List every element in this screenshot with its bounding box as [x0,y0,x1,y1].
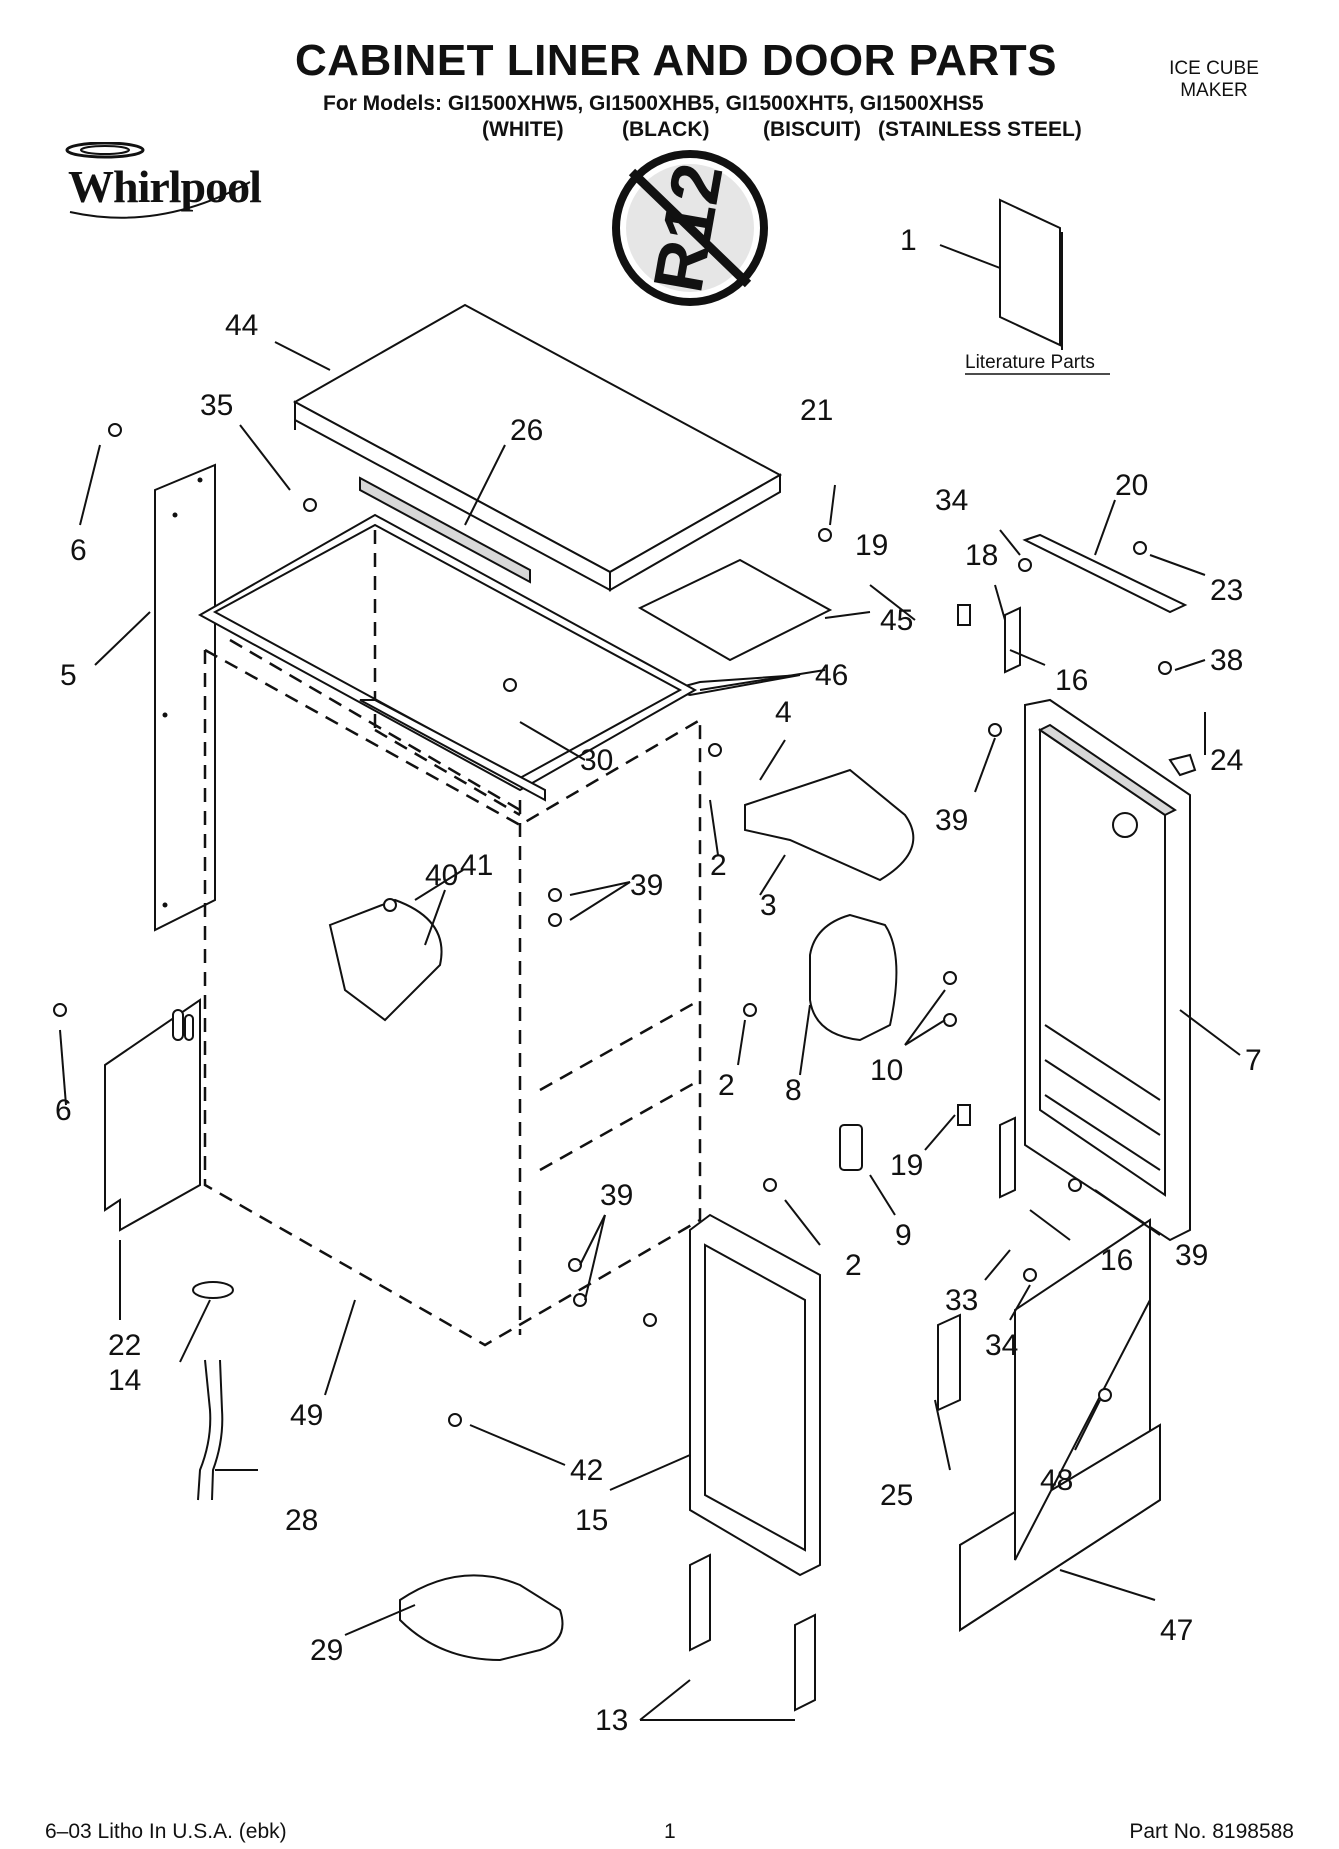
ice-scoop [399,1574,564,1662]
insulation-pad [637,558,833,662]
variant-biscuit: (BISCUIT) [763,118,861,141]
callout: 28 [285,1504,318,1537]
callout: 19 [855,529,888,562]
variant-stainless-steel: (STAINLESS STEEL) [878,118,1082,141]
callout: 26 [510,414,543,447]
callout: 2 [710,849,727,882]
brand-wordmark: Whirlpool [68,161,262,212]
page-title: CABINET LINER AND DOOR PARTS [295,36,1057,85]
print-info: 6–03 Litho In U.S.A. (ebk) [45,1820,287,1843]
callout: 10 [870,1054,903,1087]
callout: 1 [900,224,917,257]
callout: 38 [1210,644,1243,677]
part-number: Part No. 8198588 [1129,1820,1294,1843]
callout: 6 [55,1094,72,1127]
liner-bottom-trim [359,699,546,802]
base-grille [959,1218,1161,1632]
callout: 21 [800,394,833,427]
literature-parts: Literature Parts [965,198,1110,375]
door-frame [689,1213,821,1577]
door-seal-right [794,1613,816,1712]
cabinet-liner [197,513,702,1347]
callout: 9 [895,1219,912,1252]
callout: 49 [290,1399,323,1432]
callout: 34 [935,484,968,517]
whirlpool-logo: Whirlpool [50,142,280,232]
product-category: ICE CUBE MAKER [1134,58,1294,102]
callout-numbers: 1 44 35 26 21 34 20 6 19 18 23 5 45 16 3… [55,224,1262,1737]
callout: 18 [965,539,998,572]
no-r12-badge: R12 [612,150,768,306]
top-strip [359,476,531,584]
top-cover [292,303,783,592]
callout: 42 [570,1454,603,1487]
callout: 7 [1245,1044,1262,1077]
ice-chute [744,768,915,882]
side-panel [154,463,216,932]
callout: 22 [108,1329,141,1362]
callout: 45 [880,604,913,637]
category-line-1: ICE CUBE [1169,58,1259,79]
callout: 39 [630,869,663,902]
screw-icons [53,423,1172,1427]
callout: 6 [70,534,87,567]
callout: 44 [225,309,258,342]
variant-white: (WHITE) [482,118,564,141]
door-catch [839,1124,863,1171]
callout: 39 [935,804,968,837]
callout: 8 [785,1074,802,1107]
callout: 20 [1115,469,1148,502]
callout: 2 [718,1069,735,1102]
callout: 39 [1175,1239,1208,1272]
top-bar [1022,533,1188,614]
category-line-2: MAKER [1180,80,1248,101]
callout: 30 [580,744,613,777]
callout: 15 [575,1504,608,1537]
hose-clamp [192,1281,234,1299]
dispenser-housing [809,913,898,1042]
literature-parts-label: Literature Parts [965,352,1095,373]
back-bracket-panel [104,998,201,1232]
air-deflector [328,898,443,1022]
callout: 24 [1210,744,1243,777]
callout: 16 [1055,664,1088,697]
door-seal-left [689,1553,711,1652]
callout: 46 [815,659,848,692]
upper-hinge [1004,606,1021,674]
callout: 48 [1040,1464,1073,1497]
door-stop [1168,753,1197,777]
callout: 2 [845,1249,862,1282]
variant-black: (BLACK) [622,118,710,141]
swirl-icon [65,142,251,219]
callout: 41 [460,849,493,882]
callout: 34 [985,1329,1018,1362]
callout: 3 [760,889,777,922]
callout: 4 [775,696,792,729]
callout: 47 [1160,1614,1193,1647]
callout: 25 [880,1479,913,1512]
callout: 19 [890,1149,923,1182]
callout: 29 [310,1634,343,1667]
drain-hose [197,1359,212,1501]
spacer-upper [957,604,971,626]
cabinet-door [1024,698,1191,1242]
callout: 5 [60,659,77,692]
callout: 13 [595,1704,628,1737]
callout: 23 [1210,574,1243,607]
leader-arrows [59,244,1241,1721]
callout: 33 [945,1284,978,1317]
mounting-clip [937,1313,961,1412]
callout: 14 [108,1364,141,1397]
page-number: 1 [664,1820,676,1843]
model-list: For Models: GI1500XHW5, GI1500XHB5, GI15… [323,92,984,115]
lower-hinge [999,1116,1016,1199]
spacer-lower [957,1104,971,1126]
callout: 16 [1100,1244,1133,1277]
callout: 39 [600,1179,633,1212]
callout: 35 [200,389,233,422]
callout: 40 [425,859,458,892]
